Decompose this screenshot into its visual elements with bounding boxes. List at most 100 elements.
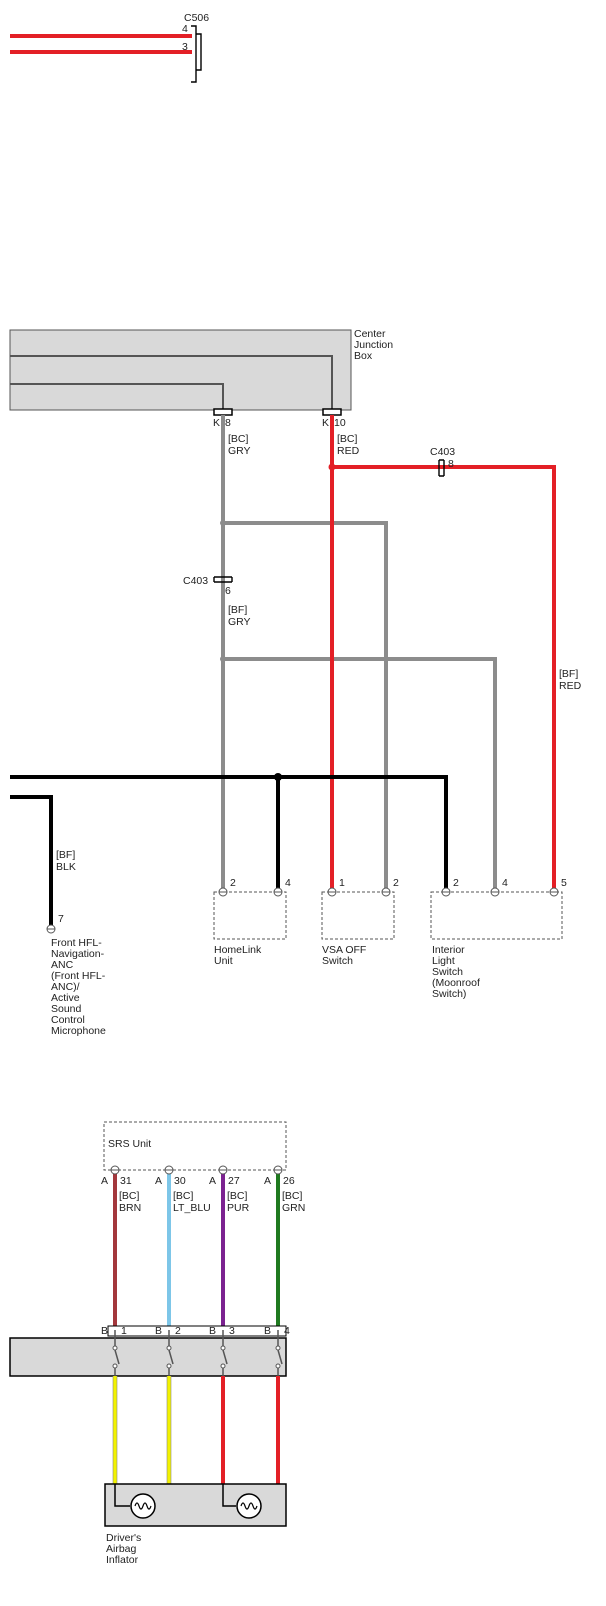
clockspring-contact-2 [166, 1330, 174, 1376]
srs-conn-a-4: A [264, 1175, 271, 1187]
airbag-inflator-component: Driver's Airbag Inflator [104, 1483, 287, 1566]
squib-coil-1 [134, 1502, 152, 1510]
homelink-box [213, 891, 287, 940]
gry-lower-code: [BF] [228, 604, 247, 616]
c403-red-connector-symbol [438, 459, 445, 477]
k10-conn-letter: K [322, 417, 329, 429]
mic-label-1: Front HFL- [51, 937, 102, 949]
c403-gray-label: C403 [183, 575, 208, 587]
gray-circuit: C403 6 [BC] GRY [BF] GRY [183, 415, 497, 888]
junction-box-label-1: Center [354, 328, 386, 340]
c506-connector-symbol [191, 25, 202, 83]
connector-k8 [213, 408, 233, 416]
junction-box-body [9, 329, 352, 411]
interior-box [430, 891, 563, 940]
srs-conn-a-3: A [209, 1175, 216, 1187]
srs-conn-a-1: A [101, 1175, 108, 1187]
srs-color-brn: BRN [119, 1202, 141, 1214]
srs-code-4: [BC] [282, 1190, 303, 1202]
srs-pin-27: 27 [228, 1175, 240, 1187]
black-circuit: [BF] BLK [10, 773, 448, 926]
interior-label-4: (Moonroof [432, 977, 480, 989]
red-circuit: C403 8 [BC] RED [BF] RED [328, 415, 582, 888]
mic-label-6: Active [51, 992, 80, 1004]
homelink-component: 2 4 HomeLink Unit [213, 877, 291, 967]
junction-box-label-3: Box [354, 350, 373, 362]
srs-pin-26: 26 [283, 1175, 295, 1187]
inflator-wires [112, 1376, 280, 1484]
inflator-loop-2 [222, 1484, 236, 1507]
mic-label-2: Navigation- [51, 948, 105, 960]
homelink-label-2: Unit [214, 955, 233, 967]
junction-internal-trace-k8 [10, 383, 224, 410]
red-splice [328, 463, 336, 471]
mic-pin: 7 [58, 913, 64, 925]
vsa-off-switch-component: 1 2 VSA OFF Switch [321, 877, 399, 967]
clockspring-pin-3: 3 [229, 1325, 235, 1337]
k10-pin-number: 10 [334, 417, 346, 429]
srs-code-1: [BC] [119, 1190, 140, 1202]
c403-red-label: C403 [430, 446, 455, 458]
gry-lower-color: GRY [228, 616, 251, 628]
homelink-pin-4: 4 [285, 877, 291, 889]
interior-label-5: Switch) [432, 988, 466, 1000]
clockspring-pin-1: 1 [121, 1325, 127, 1337]
blk-code: [BF] [56, 849, 75, 861]
vsa-pin-1: 1 [339, 877, 345, 889]
srs-color-pur: PUR [227, 1202, 250, 1214]
connector-k10 [322, 408, 342, 416]
clockspring-component: B 1 B 2 B 3 B 4 [9, 1325, 290, 1377]
clockspring-conn-b-2: B [155, 1325, 162, 1337]
mic-label-3: ANC [51, 959, 74, 971]
vsa-box [321, 891, 395, 940]
c506-section: C506 4 3 [10, 12, 209, 83]
mic-label-9: Microphone [51, 1025, 106, 1037]
interior-label-1: Interior [432, 944, 465, 956]
srs-pin-30: 30 [174, 1175, 186, 1187]
junction-internal-trace-k10 [10, 355, 333, 410]
interior-pin-5: 5 [561, 877, 567, 889]
inflator-loop-1 [114, 1484, 130, 1507]
homelink-pin-2: 2 [230, 877, 236, 889]
k8-pin-number: 8 [225, 417, 231, 429]
microphone-component: 7 Front HFL- Navigation- ANC (Front HFL-… [46, 913, 106, 1037]
c506-pin-4: 4 [182, 23, 188, 35]
vsa-label-1: VSA OFF [322, 944, 366, 956]
clockspring-body [9, 1337, 287, 1377]
mic-label-7: Sound [51, 1003, 82, 1015]
homelink-label-1: HomeLink [214, 944, 262, 956]
k8-conn-letter: K [213, 417, 220, 429]
red-upper-code: [BC] [337, 433, 358, 445]
srs-unit-label: SRS Unit [108, 1138, 151, 1150]
inflator-label-2: Airbag [106, 1543, 137, 1555]
clockspring-contact-4 [275, 1330, 283, 1376]
c403-red-pin: 8 [448, 458, 454, 470]
inflator-label-1: Driver's [106, 1532, 141, 1544]
squib-coil-2 [240, 1502, 258, 1510]
clockspring-contact-1 [112, 1330, 120, 1376]
srs-color-grn: GRN [282, 1202, 305, 1214]
interior-light-switch-component: 2 4 5 Interior Light Switch (Moonroof Sw… [430, 877, 567, 1000]
clockspring-contact-3 [220, 1330, 228, 1376]
gry-branch-interior [223, 657, 497, 888]
mic-label-5: ANC)/ [51, 981, 80, 993]
c403-gray-connector-symbol [213, 576, 233, 583]
center-junction-box: Center Junction Box K 8 K 10 [9, 328, 393, 429]
gry-upper-code: [BC] [228, 433, 249, 445]
srs-unit-box [103, 1121, 287, 1171]
mic-label-8: Control [51, 1014, 85, 1026]
srs-pin-31: 31 [120, 1175, 132, 1187]
red-right-color: RED [559, 680, 582, 692]
srs-code-3: [BC] [227, 1190, 248, 1202]
vsa-label-2: Switch [322, 955, 353, 967]
srs-conn-a-2: A [155, 1175, 162, 1187]
inflator-label-3: Inflator [106, 1554, 139, 1566]
blk-splice [274, 773, 282, 781]
c506-label: C506 [184, 12, 209, 24]
clockspring-pin-4: 4 [284, 1325, 290, 1337]
c506-pin-3: 3 [182, 41, 188, 53]
clockspring-connector [107, 1325, 287, 1337]
gry-splice-2 [220, 656, 226, 662]
srs-unit-component: SRS Unit A 31 [BC] BRN A 30 [BC] LT_BLU … [101, 1121, 305, 1330]
